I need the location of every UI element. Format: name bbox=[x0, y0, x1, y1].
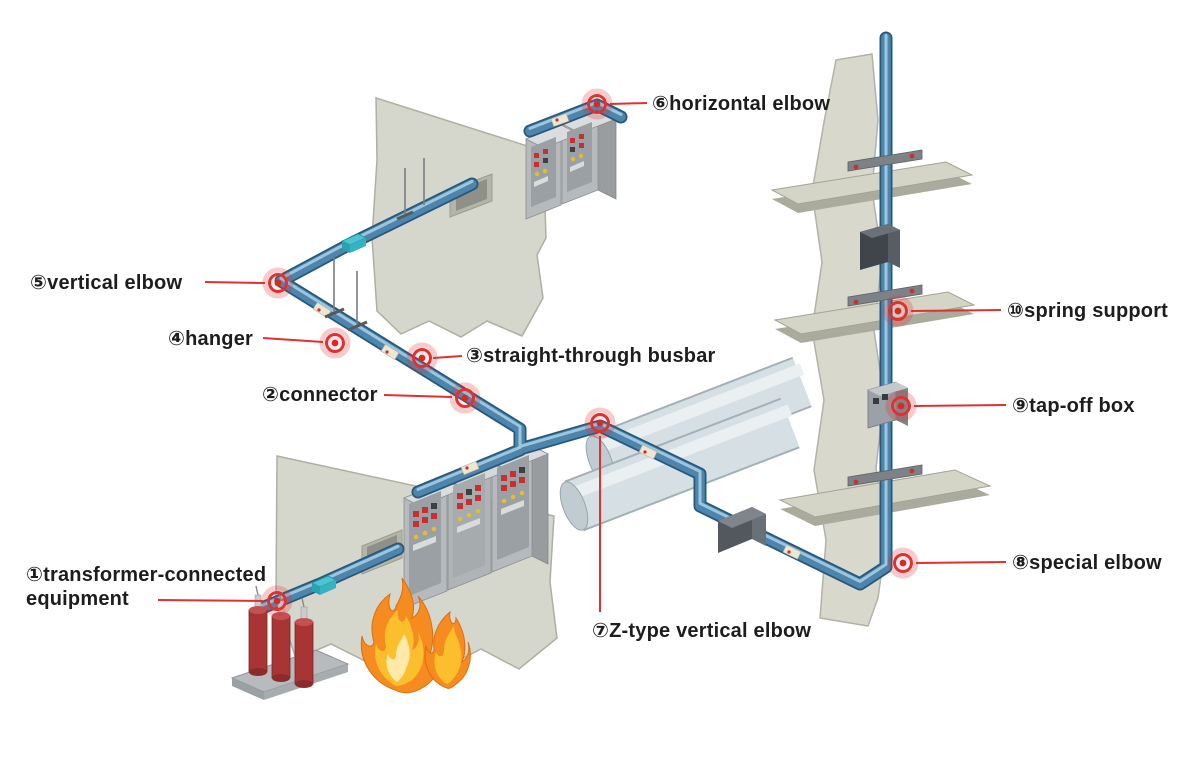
spring-support-brackets bbox=[847, 149, 923, 487]
callout-marker-6 bbox=[581, 88, 613, 120]
leader-line-1 bbox=[157, 599, 264, 602]
leader-line-3 bbox=[432, 355, 463, 359]
callout-marker-10 bbox=[882, 295, 914, 327]
callout-label-tap-off-box: ⑨tap-off box bbox=[1012, 395, 1135, 417]
fire-flames bbox=[360, 577, 471, 694]
connector-fitting-lower bbox=[311, 575, 337, 595]
riser-junction-box bbox=[860, 224, 900, 270]
callout-label-hanger: ④hanger bbox=[168, 328, 254, 350]
switchgear-cabinets-bottom bbox=[403, 445, 549, 609]
callout-label-straight-through-busbar: ③straight-through busbar bbox=[466, 345, 716, 367]
leader-line-2 bbox=[383, 394, 453, 398]
callout-label-horizontal-elbow: ⑥horizontal elbow bbox=[652, 93, 831, 115]
callout-label-spring-support: ⑩spring support bbox=[1007, 300, 1169, 322]
callout-marker-7 bbox=[584, 407, 616, 439]
switchgear-cabinets-top bbox=[525, 109, 617, 220]
connector-fitting-upper bbox=[341, 233, 367, 253]
callout-marker-8 bbox=[887, 547, 919, 579]
callout-marker-9 bbox=[885, 390, 917, 422]
upper-wall bbox=[371, 96, 547, 338]
busbar-joint-tags bbox=[312, 113, 802, 560]
cable-pipes bbox=[559, 356, 812, 532]
callout-marker-5 bbox=[262, 267, 294, 299]
callout-marker-1 bbox=[261, 585, 293, 617]
hanger-rods bbox=[324, 158, 425, 332]
callout-label-transformer-connected-equipment: ①transformer-connected equipment bbox=[26, 564, 267, 610]
callout-label-z-type-vertical-elbow: ⑦Z-type vertical elbow bbox=[592, 620, 812, 642]
callout-marker-3 bbox=[406, 342, 438, 374]
leader-line-4 bbox=[262, 337, 324, 343]
callout-label-special-elbow: ⑧special elbow bbox=[1012, 552, 1162, 574]
leader-line-5 bbox=[204, 281, 266, 284]
callout-label-vertical-elbow: ⑤vertical elbow bbox=[30, 272, 183, 294]
callout-label-connector: ②connector bbox=[262, 384, 378, 406]
callout-markers bbox=[261, 88, 919, 617]
run-junction-box bbox=[718, 507, 766, 553]
leader-line-8 bbox=[915, 561, 1007, 564]
transformer bbox=[230, 585, 350, 700]
callout-marker-4 bbox=[319, 327, 351, 359]
leader-line-10 bbox=[910, 309, 1002, 312]
leader-line-9 bbox=[913, 404, 1007, 407]
leader-lines bbox=[157, 102, 1007, 612]
callout-marker-2 bbox=[449, 382, 481, 414]
leader-line-6 bbox=[609, 102, 648, 105]
